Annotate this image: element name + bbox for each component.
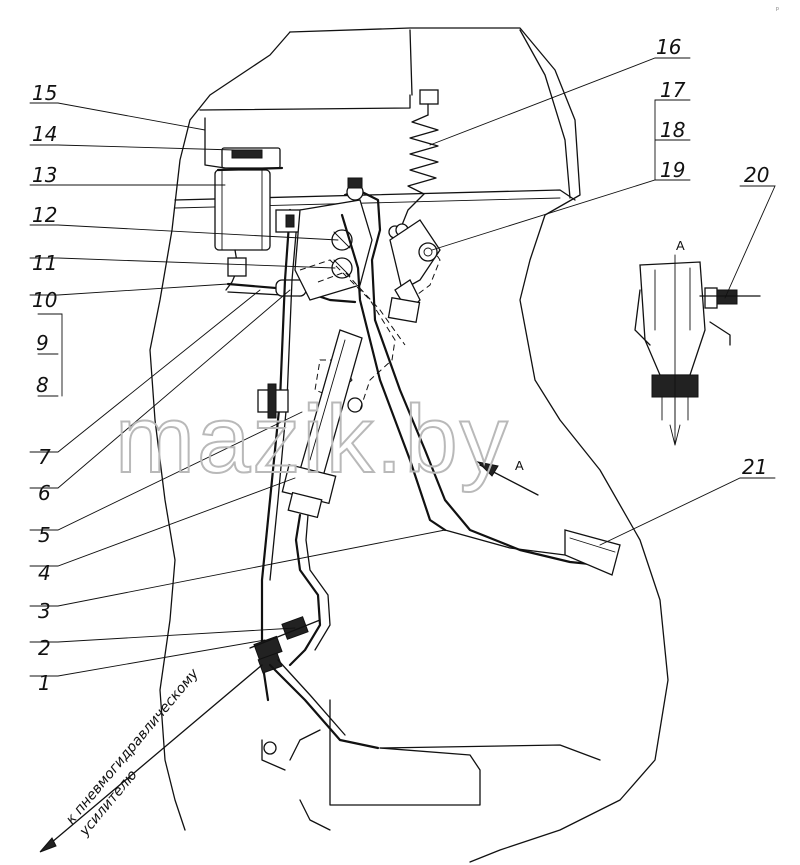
pedal-arm-3 xyxy=(340,177,621,576)
note-text: к пневмогидравлическому усилителю xyxy=(63,665,203,840)
callout-4: 4 xyxy=(38,561,51,585)
return-spring-16 xyxy=(389,89,441,291)
note-line-1: к пневмогидравлическому xyxy=(63,665,203,827)
callout-7: 7 xyxy=(38,445,51,469)
master-cylinder-4 xyxy=(281,279,421,667)
cab-floor-outline xyxy=(149,27,669,863)
callout-10: 10 xyxy=(32,288,57,312)
callout-14: 14 xyxy=(32,122,57,146)
leader-lines xyxy=(29,57,776,853)
callout-11: 11 xyxy=(32,251,57,275)
callout-3: 3 xyxy=(38,599,51,623)
callout-15: 15 xyxy=(32,81,57,105)
callout-13: 13 xyxy=(32,163,57,187)
callout-6: 6 xyxy=(38,481,51,505)
detail-view-a xyxy=(634,254,761,446)
callout-2: 2 xyxy=(38,636,51,660)
view-letter-main: A xyxy=(515,458,524,473)
callout-16: 16 xyxy=(656,35,681,59)
view-letter-detail: A xyxy=(676,238,685,253)
fittings-1-2 xyxy=(249,616,380,750)
callout-8: 8 xyxy=(36,373,49,397)
callout-labels: 1 2 3 4 5 6 7 8 9 10 11 12 13 14 15 16 1… xyxy=(32,35,769,695)
watermark-text: mazik.by xyxy=(115,386,510,493)
callout-5: 5 xyxy=(38,523,51,547)
callout-18: 18 xyxy=(660,118,685,142)
callout-17: 17 xyxy=(660,78,686,102)
cylinder-13 xyxy=(204,117,284,291)
corner-mark: р xyxy=(776,6,779,12)
callout-9: 9 xyxy=(36,331,49,355)
callout-19: 19 xyxy=(660,158,685,182)
callout-1: 1 xyxy=(38,671,51,695)
view-arrow-a xyxy=(476,461,539,496)
callout-12: 12 xyxy=(32,203,57,227)
callout-21: 21 xyxy=(742,455,767,479)
callout-20: 20 xyxy=(744,163,769,187)
